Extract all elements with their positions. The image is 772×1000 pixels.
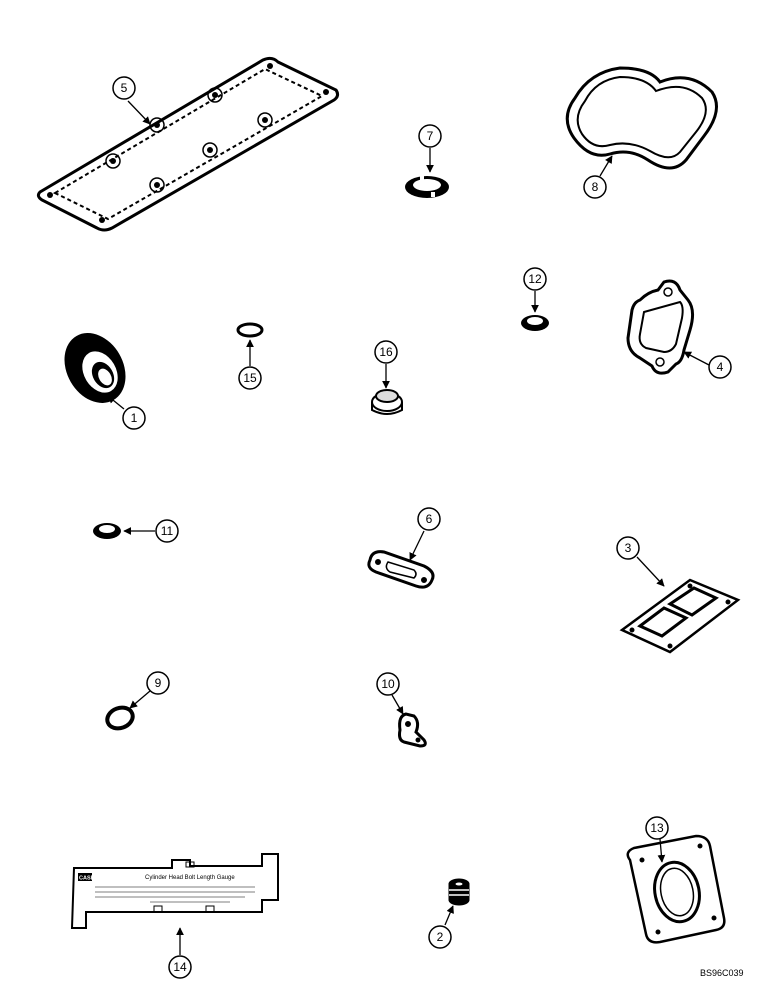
callout-12: 12 [523,267,547,313]
gauge-badge: CASE [79,876,95,882]
callout-14: 14 [168,927,192,979]
callout-11-label: 11 [161,524,174,538]
callout-13-label: 13 [650,821,664,835]
part-1-large-seal [64,333,126,403]
callout-10-label: 10 [381,677,395,691]
callout-9-label: 9 [155,676,162,690]
gauge-title: Cylinder Head Bolt Length Gauge [145,875,235,881]
callout-12-label: 12 [528,272,542,286]
callout-3: 3 [616,536,665,587]
part-4-exhaust-gasket [626,279,695,375]
part-9-o-ring [105,705,135,731]
part-15-o-ring [236,322,264,338]
callout-2-label: 2 [437,930,444,944]
callout-4-label: 4 [717,360,724,374]
callout-1-label: 1 [131,411,138,425]
callout-16-label: 16 [379,345,393,359]
callout-13: 13 [645,816,669,863]
callout-15-label: 15 [243,371,257,385]
callout-15: 15 [238,339,262,390]
part-7-seal [405,176,449,198]
part-6-small-gasket [367,550,435,589]
callout-5-label: 5 [121,81,128,95]
callout-8: 8 [583,155,613,199]
part-11-seal [93,523,121,539]
callout-7-label: 7 [427,129,434,143]
callout-3-label: 3 [625,541,632,555]
callout-6-label: 6 [426,512,433,526]
part-3-double-port-gasket [619,578,741,654]
callout-6: 6 [409,507,441,561]
part-13-flange-gasket [626,834,726,944]
gauge-badge-box [78,873,92,881]
part-14-bolt-length-gauge: CASE Cylinder Head Bolt Length Gauge [70,853,279,929]
callout-16: 16 [374,340,398,389]
part-10-clip [398,712,427,748]
callout-9: 9 [129,671,170,709]
part-5-rocker-cover-gasket [36,56,340,232]
callout-7: 7 [418,124,442,173]
callout-2: 2 [428,905,454,949]
part-8-valve-cover-gasket [565,66,718,170]
part-16-plug [371,389,403,415]
figure-code: BS96C039 [700,968,744,978]
callout-4: 4 [683,351,732,379]
callout-11: 11 [123,519,179,543]
callout-5: 5 [112,76,151,125]
callout-10: 10 [376,672,404,715]
callout-1: 1 [107,395,146,430]
part-12-seal [521,315,549,331]
callout-14-label: 14 [173,960,187,974]
callout-8-label: 8 [592,180,599,194]
part-2-grommet [448,878,470,906]
